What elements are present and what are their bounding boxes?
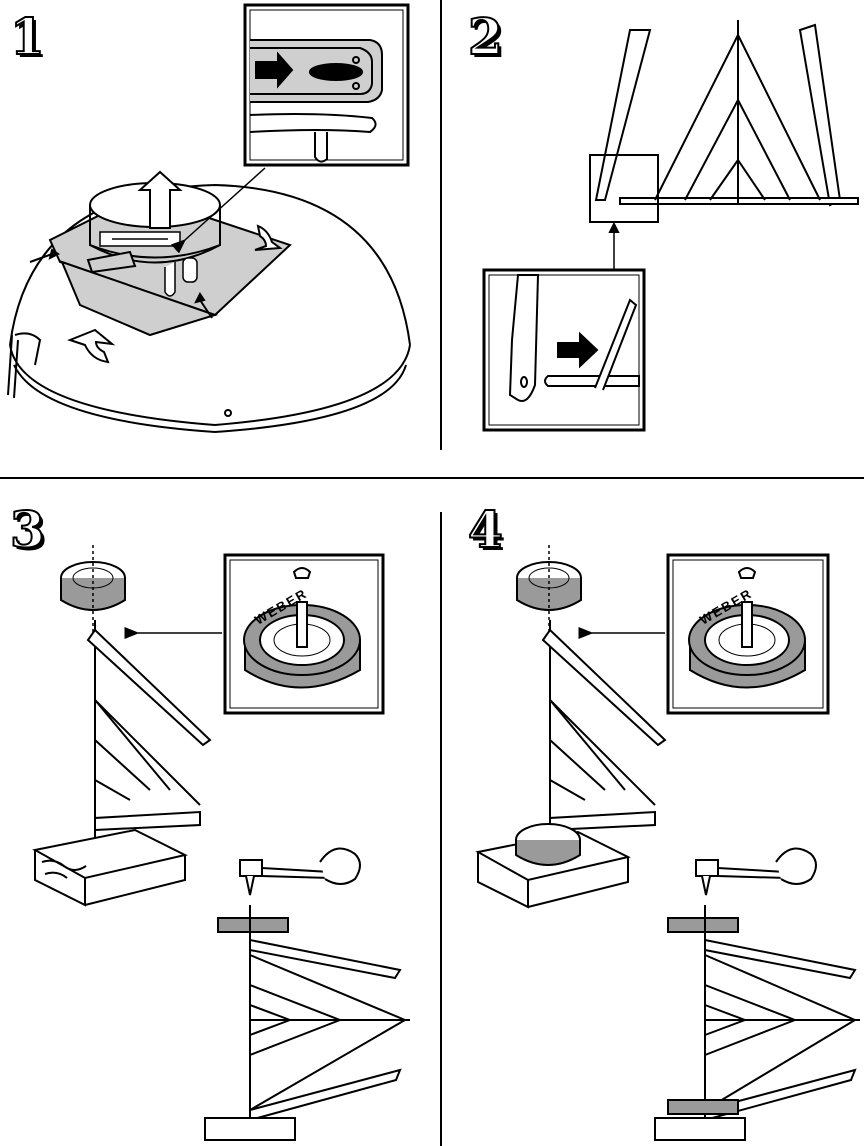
leg-left [596,30,650,200]
wheel-side-view [668,918,738,932]
step-3-illustration: WEBER [35,545,410,1140]
hammer-icon [696,849,816,895]
wood-block-icon [655,1118,745,1140]
wheel-side-view [218,918,288,932]
step-2-illustration [484,20,858,430]
hammer-icon [240,849,360,895]
step-1-illustration [8,5,410,432]
leg-right [800,25,840,205]
wheel-side-view [668,1100,738,1114]
wood-block-icon [35,830,185,878]
wood-block-icon [205,1118,295,1140]
step-4-illustration: WEBER [478,545,860,1140]
